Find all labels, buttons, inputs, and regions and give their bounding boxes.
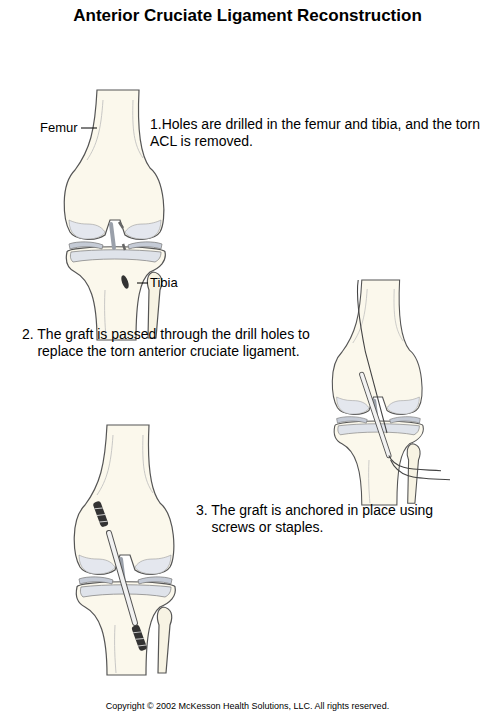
leader-line [137, 283, 148, 284]
knee-step-3 [74, 425, 175, 675]
knee-step-2 [332, 280, 450, 505]
part-label: Tibia [150, 275, 178, 291]
part-label: Femur [40, 120, 78, 136]
title: Anterior Cruciate Ligament Reconstructio… [5, 6, 490, 26]
step-text: 2. The graft is passed through the drill… [22, 326, 327, 360]
caption: Copyright © 2002 McKesson Health Solutio… [5, 701, 490, 712]
step-text: 1.Holes are drilled in the femur and tib… [150, 116, 480, 150]
leader-line [81, 128, 97, 129]
step-text: 3. The graft is anchored in place using … [196, 502, 471, 536]
